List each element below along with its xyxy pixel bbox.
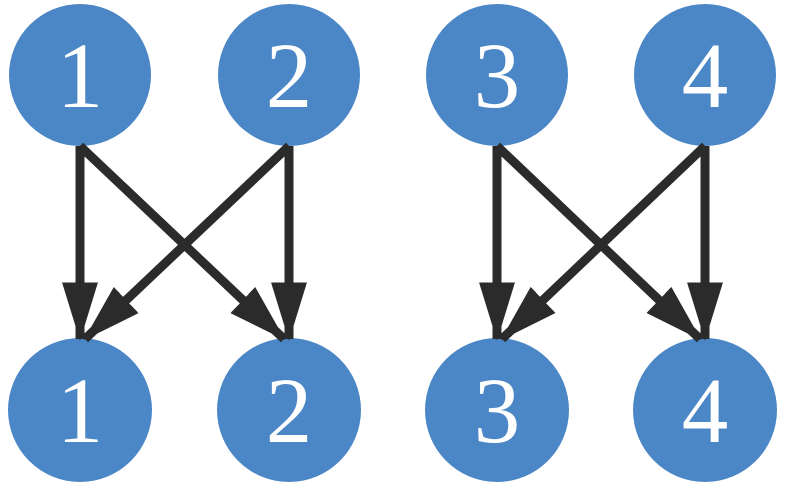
node-bottom-3: 3 [425, 338, 569, 482]
edge-arrow-t4-b3 [498, 142, 709, 343]
node-circle [425, 338, 569, 482]
node-circle [218, 4, 360, 146]
node-label: 3 [474, 360, 521, 463]
node-circle [633, 338, 777, 482]
node-bottom-1: 1 [8, 338, 152, 482]
node-top-3: 3 [426, 4, 568, 146]
node-bottom-4: 4 [633, 338, 777, 482]
node-circle [8, 338, 152, 482]
node-label: 4 [682, 360, 729, 463]
node-circle [634, 4, 776, 146]
node-label: 3 [474, 25, 521, 128]
node-top-4: 4 [634, 4, 776, 146]
node-circle [9, 4, 151, 146]
node-circle [426, 4, 568, 146]
node-bottom-2: 2 [217, 338, 361, 482]
node-label: 1 [57, 25, 104, 128]
node-circle [217, 338, 361, 482]
node-label: 2 [266, 360, 313, 463]
node-label: 2 [266, 25, 313, 128]
node-label: 1 [57, 360, 104, 463]
node-top-2: 2 [218, 4, 360, 146]
edge-layer [62, 142, 723, 343]
node-top-1: 1 [9, 4, 151, 146]
edge-arrow-t2-b1 [81, 142, 293, 343]
node-label: 4 [682, 25, 729, 128]
node-layer: 1 2 3 4 1 2 3 4 [8, 4, 777, 482]
